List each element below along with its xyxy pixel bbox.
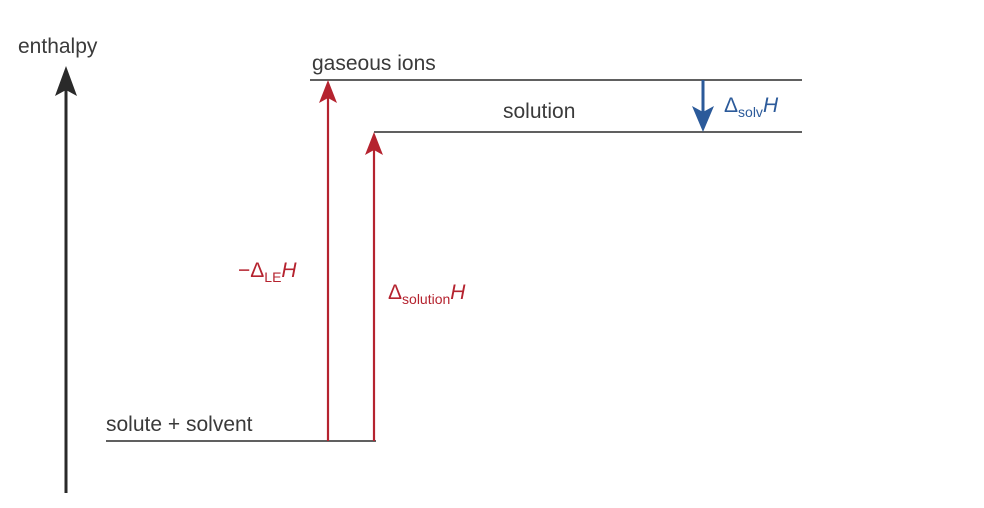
enthalpy-axis-label: enthalpy [18,35,98,58]
solvation-enthalpy-arrowhead [692,106,714,132]
solution-enthalpy-arrowhead [365,132,383,155]
lattice-enthalpy-arrowhead [319,80,337,103]
enthalpy-axis: enthalpy [18,35,98,493]
solvation-enthalpy-label: ΔsolvH [724,94,779,120]
solute-solvent-label: solute + solvent [106,413,253,436]
lattice-enthalpy-label-symbol: H [281,259,297,282]
lattice-enthalpy-label-subscript: LE [264,269,281,285]
solvation-enthalpy-label-prefix: Δ [724,94,738,117]
enthalpy-axis-arrowhead [55,66,77,96]
solution-enthalpy-arrow [365,132,383,441]
solvation-enthalpy-label-subscript: solv [738,104,763,120]
solvation-enthalpy-label-symbol: H [763,94,779,117]
solution-label: solution [503,100,575,123]
solution-enthalpy-label-prefix: Δ [388,281,402,304]
solution-enthalpy-label: ΔsolutionH [388,281,466,307]
energy-levels [106,79,802,442]
solution-enthalpy-label-symbol: H [450,281,466,304]
lattice-enthalpy-arrow [319,80,337,441]
solvation-enthalpy-arrow [692,80,714,132]
gaseous-ions-label: gaseous ions [312,52,436,75]
lattice-enthalpy-label-prefix: −Δ [238,259,264,282]
solution-enthalpy-label-subscript: solution [402,291,450,307]
lattice-enthalpy-label: −ΔLEH [238,259,297,285]
